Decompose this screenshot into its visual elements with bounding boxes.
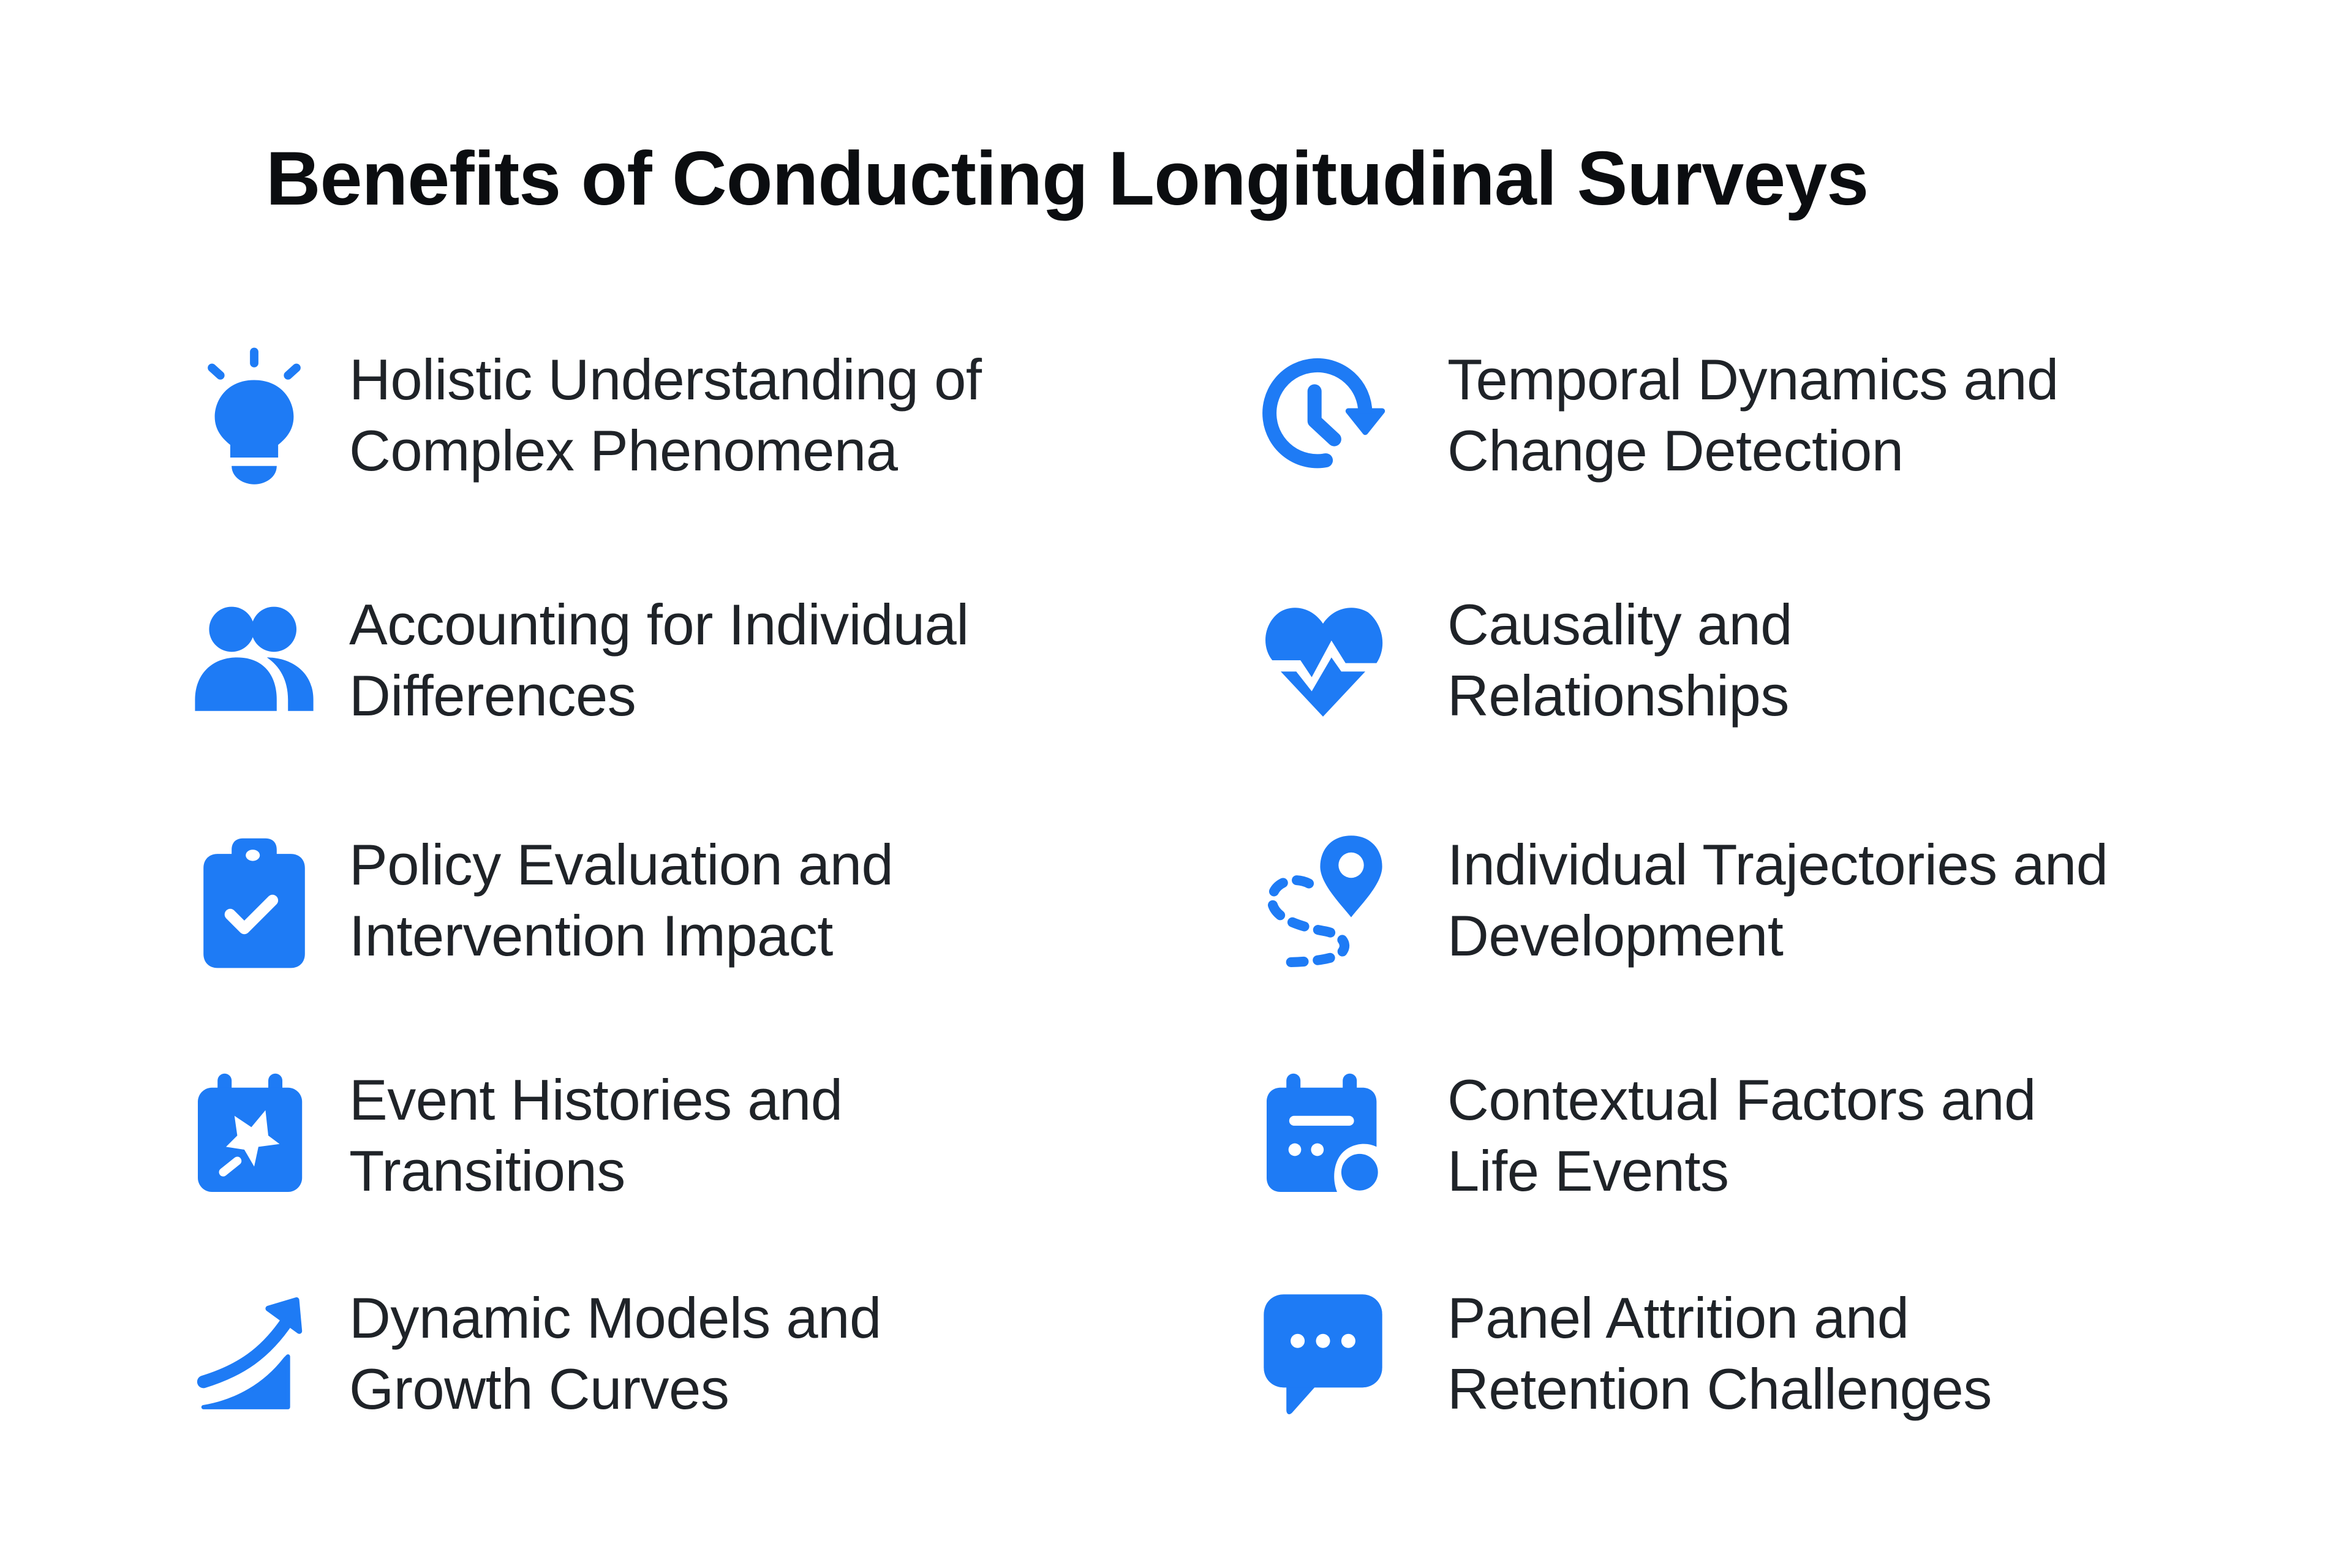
label-line-1: Causality and: [1447, 592, 1793, 657]
label-line-1: Dynamic Models and: [349, 1286, 881, 1350]
label-line-1: Panel Attrition and: [1447, 1286, 1909, 1350]
benefit-label: Holistic Understanding of Complex Phenom…: [349, 344, 982, 486]
users-icon: [184, 590, 325, 731]
label-line-2: Transitions: [349, 1139, 625, 1203]
label-line-2: Relationships: [1447, 663, 1789, 728]
label-line-2: Growth Curves: [349, 1357, 729, 1421]
benefit-label: Temporal Dynamics and Change Detection: [1447, 344, 2059, 486]
label-line-2: Complex Phenomena: [349, 418, 898, 483]
benefit-label: Accounting for Individual Differences: [349, 589, 969, 731]
label-line-2: Life Events: [1447, 1139, 1729, 1203]
calendar-star-icon: [184, 1065, 325, 1206]
label-line-2: Differences: [349, 663, 636, 728]
benefit-label: Contextual Factors and Life Events: [1447, 1065, 2036, 1207]
benefit-item-contextual-factors: Contextual Factors and Life Events: [1253, 1062, 2294, 1209]
clipboard-check-icon: [184, 830, 325, 971]
label-line-2: Development: [1447, 903, 1784, 968]
benefit-label: Individual Trajectories and Development: [1447, 829, 2108, 971]
benefit-label: Policy Evaluation and Intervention Impac…: [349, 829, 894, 971]
page-title: Benefits of Conducting Longitudinal Surv…: [266, 137, 1869, 221]
label-line-1: Temporal Dynamics and: [1447, 347, 2059, 412]
label-line-1: Holistic Understanding of: [349, 347, 982, 412]
clock-history-icon: [1253, 345, 1393, 486]
benefit-label: Event Histories and Transitions: [349, 1065, 843, 1207]
benefit-item-policy-evaluation: Policy Evaluation and Intervention Impac…: [184, 827, 1225, 974]
benefit-item-dynamic-models: Dynamic Models and Growth Curves: [184, 1280, 1225, 1427]
benefit-item-individual-differences: Accounting for Individual Differences: [184, 587, 1225, 734]
calendar-event-icon: [1253, 1065, 1393, 1206]
benefit-label: Panel Attrition and Retention Challenges: [1447, 1283, 1992, 1425]
label-line-1: Individual Trajectories and: [1447, 832, 2108, 897]
label-line-2: Intervention Impact: [349, 903, 833, 968]
label-line-2: Change Detection: [1447, 418, 1904, 483]
benefit-item-event-histories: Event Histories and Transitions: [184, 1062, 1225, 1209]
chat-bubble-icon: [1253, 1283, 1393, 1424]
label-line-2: Retention Challenges: [1447, 1357, 1992, 1421]
benefit-item-panel-attrition: Panel Attrition and Retention Challenges: [1253, 1280, 2294, 1427]
growth-chart-icon: [184, 1283, 325, 1424]
lightbulb-icon: [184, 345, 325, 486]
benefit-item-holistic-understanding: Holistic Understanding of Complex Phenom…: [184, 342, 1225, 489]
route-pin-icon: [1253, 830, 1393, 971]
benefit-label: Causality and Relationships: [1447, 589, 1793, 731]
label-line-1: Contextual Factors and: [1447, 1068, 2036, 1132]
benefit-item-causality: Causality and Relationships: [1253, 587, 2294, 734]
label-line-1: Policy Evaluation and: [349, 832, 894, 897]
label-line-1: Event Histories and: [349, 1068, 843, 1132]
benefit-label: Dynamic Models and Growth Curves: [349, 1283, 881, 1425]
benefit-item-temporal-dynamics: Temporal Dynamics and Change Detection: [1253, 342, 2294, 489]
label-line-1: Accounting for Individual: [349, 592, 969, 657]
benefit-item-individual-trajectories: Individual Trajectories and Development: [1253, 827, 2294, 974]
heart-pulse-icon: [1253, 590, 1393, 731]
